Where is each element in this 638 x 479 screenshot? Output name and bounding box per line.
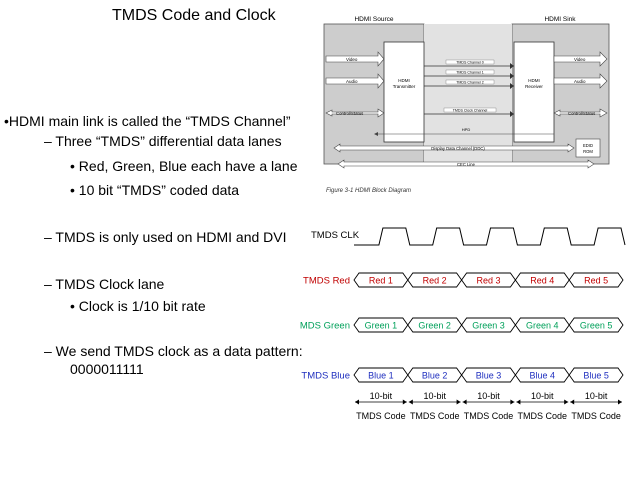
- lane-cell-1-4: [568, 317, 624, 333]
- bullet-clock-lane: – TMDS Clock lane: [44, 276, 165, 292]
- lane-cell-label-1-0: Green 1: [365, 320, 398, 330]
- transmitter-label-2: Transmitter: [393, 84, 416, 89]
- source-input-audio: Audio: [325, 73, 385, 89]
- svg-text:TMDS Clock Channel: TMDS Clock Channel: [453, 108, 488, 112]
- ddc-line: Display Data Channel (DDC): [333, 143, 575, 153]
- source-input-control: Control/Status: [325, 108, 385, 118]
- edid-rom-label-1: EDID: [583, 143, 593, 148]
- bullet-main-link: •HDMI main link is called the “TMDS Chan…: [4, 113, 291, 129]
- transmitter-box: [383, 41, 425, 143]
- lane-cell-label-2-4: Blue 5: [583, 370, 609, 380]
- sink-output-video: Video: [553, 51, 608, 67]
- svg-text:HPD: HPD: [462, 127, 471, 132]
- svg-text:TMDS Channel 0: TMDS Channel 0: [456, 60, 484, 64]
- code-bottom-label-2: TMDS Code: [464, 411, 514, 421]
- link-area: [424, 24, 512, 164]
- bullet-tmds-usage: – TMDS is only used on HDMI and DVI: [44, 229, 287, 245]
- edid-rom-label-2: ROM: [583, 149, 593, 154]
- code-top-label-3: 10-bit: [531, 391, 554, 401]
- receiver-label-1: HDMI: [528, 78, 540, 83]
- hdmi-block-diagram: HDMI Source HDMI Sink HDMI Transmitter H…: [323, 16, 610, 194]
- tmds-channel-1: TMDS Channel 1: [424, 69, 514, 79]
- bullet-clock-rate: • Clock is 1/10 bit rate: [70, 298, 206, 314]
- lane-cell-label-0-1: Red 2: [423, 275, 447, 285]
- lane-cell-label-2-0: Blue 1: [368, 370, 394, 380]
- lane-cell-label-0-0: Red 1: [369, 275, 393, 285]
- tmds-channel-2: TMDS Channel 2: [424, 79, 514, 89]
- receiver-box: [513, 41, 555, 143]
- code-top-label-1: 10-bit: [423, 391, 446, 401]
- lane-cell-label-2-3: Blue 4: [530, 370, 556, 380]
- sink-label: HDMI Sink: [544, 16, 576, 23]
- lane-cell-label-1-4: Green 5: [580, 320, 613, 330]
- svg-text:TMDS Channel 2: TMDS Channel 2: [456, 80, 484, 84]
- lane-label-0: TMDS Red: [303, 276, 350, 287]
- lane-cell-label-0-3: Red 4: [530, 275, 554, 285]
- lane-cell-label-0-2: Red 3: [476, 275, 500, 285]
- edid-rom-box: [575, 138, 601, 158]
- lane-cell-label-1-2: Green 3: [472, 320, 505, 330]
- source-input-video: Video: [325, 51, 385, 67]
- svg-text:CEC Line: CEC Line: [457, 162, 476, 167]
- receiver-label-2: Receiver: [525, 84, 543, 89]
- lane-0: TMDS Red Red 1 Red 2 Red 3 Red 4 Red 5: [303, 272, 624, 288]
- lane-cell-label-2-2: Blue 3: [476, 370, 502, 380]
- code-bottom-label-4: TMDS Code: [571, 411, 621, 421]
- tmds-channel-0: TMDS Channel 0: [424, 59, 514, 69]
- data-lanes: TMDS Red Red 1 Red 2 Red 3 Red 4 Red 5 TMDS Gr…: [300, 272, 624, 383]
- code-top-label-2: 10-bit: [477, 391, 500, 401]
- cec-line: CEC Line: [337, 159, 595, 169]
- svg-text:Audio: Audio: [574, 79, 586, 84]
- svg-text:TMDS Channel 1: TMDS Channel 1: [456, 70, 484, 74]
- transmitter-label-1: HDMI: [398, 78, 410, 83]
- lane-2: TMDS Blue Blue 1 Blue 2 Blue 3 Blue 4 Blue 5: [301, 367, 624, 383]
- code-top-label-0: 10-bit: [370, 391, 393, 401]
- clock-lane-label: TMDS CLK: [311, 230, 360, 241]
- bullet-pattern-value: 0000011111: [70, 361, 144, 377]
- svg-text:Audio: Audio: [346, 79, 358, 84]
- lane-1: TMDS Green Green 1 Green 2 Green 3 Green 4 Gr…: [300, 317, 624, 333]
- clock-waveform: [354, 227, 626, 246]
- code-bottom-label-1: TMDS Code: [410, 411, 460, 421]
- hpd-line: HPD: [374, 127, 554, 136]
- bullet-three-lanes: – Three “TMDS” differential data lanes: [44, 133, 282, 149]
- bullet-rgb-lanes: • Red, Green, Blue each have a lane: [70, 158, 298, 174]
- svg-text:Control/Status: Control/Status: [336, 111, 363, 116]
- code-bottom-label-0: TMDS Code: [356, 411, 406, 421]
- svg-text:Video: Video: [346, 57, 358, 62]
- lane-cell-label-2-1: Blue 2: [422, 370, 448, 380]
- lane-label-2: TMDS Blue: [301, 371, 350, 382]
- svg-text:Display Data Channel (DDC): Display Data Channel (DDC): [431, 146, 485, 151]
- sink-output-control: Control/Status: [553, 108, 608, 118]
- figure-caption: Figure 3-1 HDMI Block Diagram: [326, 188, 411, 194]
- bullet-clock-pattern: – We send TMDS clock as a data pattern:: [44, 343, 303, 359]
- lane-cell-label-1-3: Green 4: [526, 320, 559, 330]
- lane-cell-label-1-1: Green 2: [418, 320, 451, 330]
- sink-output-audio: Audio: [553, 73, 608, 89]
- lane-label-1: TMDS Green: [300, 321, 350, 332]
- tmds-timing-diagram: TMDS CLK TMDS Red Red 1 Red 2 Red 3 Red 4 Red…: [300, 227, 626, 421]
- lane-cell-label-0-4: Red 5: [584, 275, 608, 285]
- slide-title: TMDS Code and Clock: [112, 7, 276, 24]
- svg-text:Video: Video: [574, 57, 586, 62]
- code-bottom-label-3: TMDS Code: [518, 411, 568, 421]
- lane-cell-2-4: [568, 367, 624, 383]
- bullet-10bit: • 10 bit “TMDS” coded data: [70, 182, 240, 198]
- tmds-clock-channel: TMDS Clock Channel: [424, 107, 514, 117]
- svg-text:Control/Status: Control/Status: [568, 111, 595, 116]
- source-label: HDMI Source: [354, 16, 393, 23]
- code-top-label-4: 10-bit: [585, 391, 608, 401]
- lane-cell-0-4: [568, 272, 624, 288]
